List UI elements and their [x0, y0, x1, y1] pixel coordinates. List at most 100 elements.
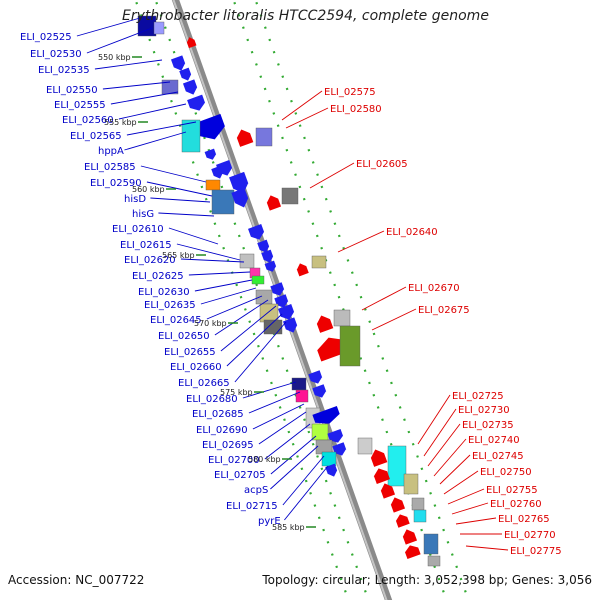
leader-line — [264, 423, 311, 460]
leader-line — [110, 91, 179, 105]
right-gene-label: ELI_02730 — [458, 405, 510, 416]
gene-arrow-forward — [261, 249, 274, 263]
left-gene-label: hppA — [98, 146, 124, 157]
leader-line — [76, 17, 141, 37]
right-gene-label: ELI_02725 — [452, 391, 504, 402]
gene-feature — [311, 255, 327, 269]
left-gene-label: ELI_02665 — [178, 378, 230, 389]
kbp-tick-label: 550 kbp — [98, 53, 131, 62]
gene-arrow-reverse — [380, 483, 396, 499]
left-gene-label: ELI_02690 — [196, 425, 248, 436]
leader-line — [206, 295, 263, 320]
leader-line — [242, 381, 297, 399]
leader-line — [258, 411, 307, 445]
gene-arrow-forward — [211, 165, 224, 179]
gene-feature — [291, 377, 307, 391]
gene-arrow-forward — [231, 188, 249, 208]
gene-arrow-forward — [308, 370, 323, 384]
left-gene-label: ELI_02700 — [208, 455, 260, 466]
gene-arrow-reverse — [236, 129, 254, 147]
leader-line — [124, 131, 187, 151]
left-gene-label: ELI_02530 — [30, 49, 82, 60]
leader-line — [94, 59, 163, 70]
leader-line — [447, 488, 485, 505]
leader-line — [285, 107, 329, 129]
gene-arrow-forward — [179, 67, 192, 81]
gene-arrow-forward — [187, 94, 205, 111]
kbp-tick-label: 585 kbp — [272, 523, 305, 532]
leader-line — [220, 305, 277, 352]
right-gene-label: ELI_02670 — [408, 283, 460, 294]
gene-arrow-reverse — [405, 545, 421, 560]
left-gene-label: ELI_02655 — [164, 347, 216, 358]
gene-arrow-reverse — [395, 514, 410, 528]
left-gene-label: ELI_02685 — [192, 409, 244, 420]
right-gene-label: ELI_02755 — [486, 485, 538, 496]
gene-feature — [211, 189, 235, 215]
left-gene-label: hisD — [124, 194, 146, 205]
right-gene-label: ELI_02775 — [510, 546, 562, 557]
left-gene-label: acpS — [244, 485, 268, 496]
gene-arrow-forward — [204, 148, 217, 160]
left-gene-label: ELI_02695 — [202, 440, 254, 451]
left-gene-label: ELI_02555 — [54, 100, 106, 111]
left-gene-label: ELI_02680 — [186, 394, 238, 405]
gene-arrow-reverse — [186, 37, 197, 49]
gene-feature — [427, 555, 441, 567]
leader-line — [451, 502, 489, 515]
leader-line — [226, 313, 283, 367]
leader-line — [176, 243, 241, 261]
left-gene-label: ELI_02525 — [20, 32, 72, 43]
gene-arrow-reverse — [266, 195, 282, 211]
leader-line — [194, 279, 253, 292]
leader-line — [433, 438, 467, 477]
leader-line — [309, 162, 355, 189]
gene-arrow-forward — [270, 282, 285, 296]
gene-arrow-forward — [312, 384, 327, 398]
right-gene-label: ELI_02770 — [504, 530, 556, 541]
right-gene-label: ELI_02760 — [490, 499, 542, 510]
left-gene-label: ELI_02625 — [132, 271, 184, 282]
gene-feature — [413, 509, 427, 523]
left-gene-label: ELI_02660 — [170, 362, 222, 373]
right-gene-label: ELI_02740 — [468, 435, 520, 446]
gene-feature — [255, 127, 273, 147]
gene-arrow-forward — [278, 304, 295, 320]
leader-line — [455, 517, 497, 525]
leader-line — [102, 81, 171, 90]
right-gene-label: ELI_02640 — [386, 227, 438, 238]
kbp-tick-label: 560 kbp — [132, 185, 165, 194]
gene-feature — [255, 289, 273, 305]
leader-line — [168, 227, 219, 245]
right-gene-label: ELI_02675 — [418, 305, 470, 316]
gene-feature — [181, 119, 201, 153]
kbp-tick-label: 555 kbp — [104, 118, 137, 127]
gene-feature — [251, 275, 265, 285]
gene-feature — [423, 533, 439, 555]
leader-line — [281, 90, 323, 121]
leader-line — [214, 299, 269, 336]
kbp-tick-label: 565 kbp — [162, 251, 195, 260]
gene-feature — [239, 253, 255, 269]
left-gene-label: ELI_02560 — [62, 115, 114, 126]
label-leader-lines — [76, 17, 509, 551]
left-gene-label: ELI_02715 — [226, 501, 278, 512]
leader-line — [126, 121, 197, 136]
leader-line — [150, 197, 211, 203]
gene-feature — [281, 187, 299, 205]
gene-arrow-forward — [282, 317, 298, 333]
gene-arrow-forward — [312, 405, 340, 424]
accession-text: Accession: NC_007722 — [8, 573, 145, 587]
leader-line — [158, 212, 215, 217]
map-title: Erythrobacter litoralis HTCC2594, comple… — [122, 8, 489, 24]
gene-arrow-forward — [327, 428, 343, 443]
leader-line — [282, 455, 325, 506]
gene-feature — [339, 325, 361, 367]
left-gene-label: ELI_02590 — [90, 178, 142, 189]
left-gene-label: ELI_02635 — [144, 300, 196, 311]
leader-line — [200, 287, 257, 305]
right-gene-label: ELI_02765 — [498, 514, 550, 525]
left-gene-label: ELI_02650 — [158, 331, 210, 342]
leader-line — [270, 435, 317, 475]
